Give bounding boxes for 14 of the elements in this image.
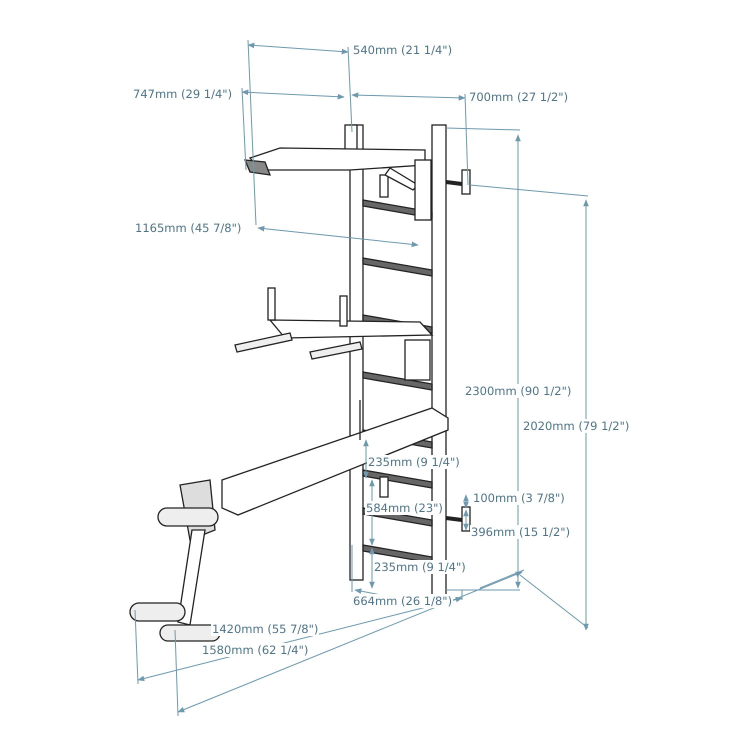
dimension-label: 100mm (3 7/8") — [472, 491, 566, 505]
dimension-label: 1420mm (55 7/8") — [211, 622, 320, 636]
dimension-label: 235mm (9 1/4") — [367, 455, 461, 469]
dimension-label: 2300mm (90 1/2") — [464, 384, 572, 398]
dimension-label: 396mm (15 1/2") — [470, 525, 572, 539]
dimension-label: 700mm (27 1/2") — [468, 90, 570, 104]
dimension-label: 540mm (21 1/4") — [352, 43, 454, 57]
dimension-label: 2020mm (79 1/2") — [522, 419, 630, 433]
dimension-label: 664mm (26 1/8") — [352, 594, 454, 608]
dimension-label: 747mm (29 1/4") — [132, 87, 234, 101]
dimension-label: 235mm (9 1/4") — [373, 560, 467, 574]
dimension-label: 1165mm (45 7/8") — [134, 221, 242, 235]
dimension-label: 1580mm (62 1/4") — [201, 643, 310, 657]
dimension-label: 584mm (23") — [365, 501, 444, 515]
